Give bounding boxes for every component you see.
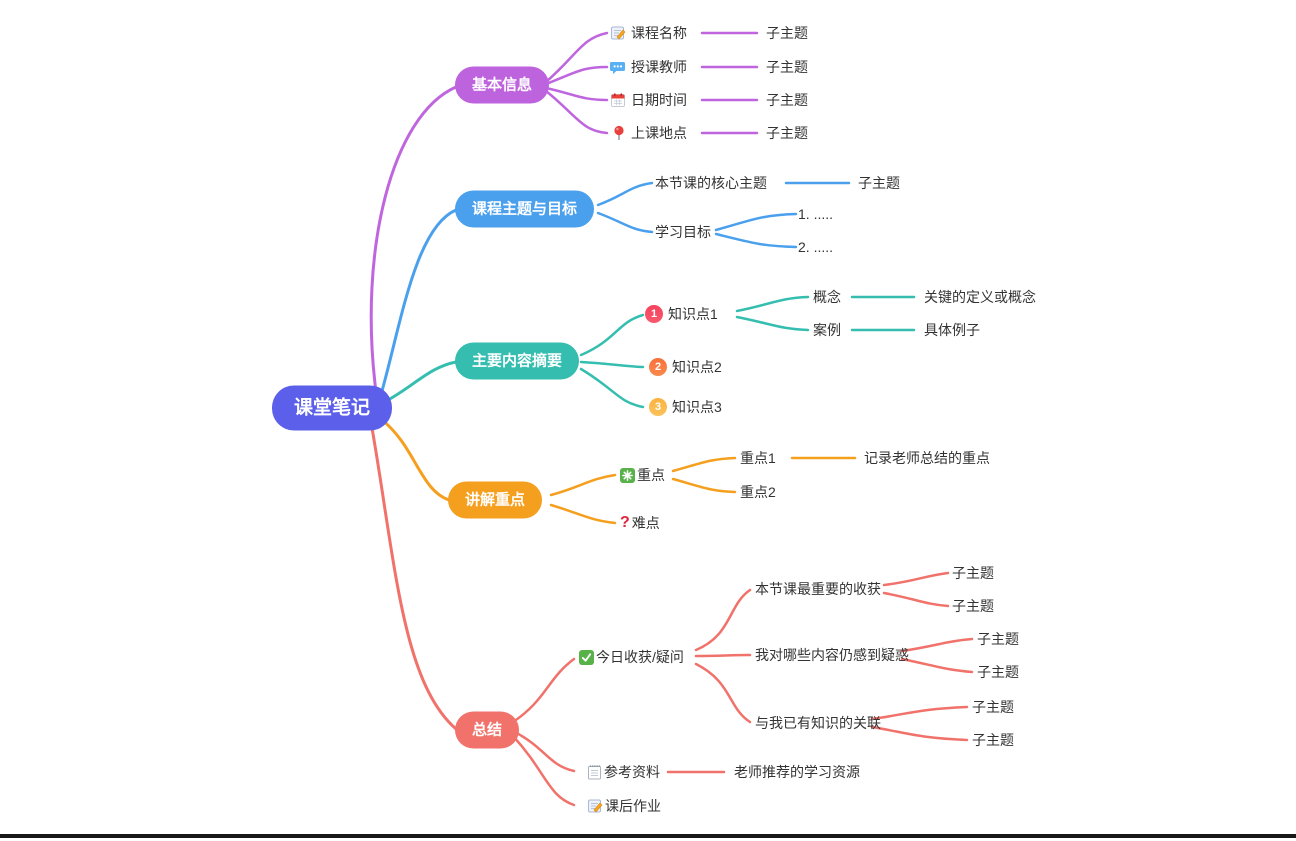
- topic-knowledge-point-1[interactable]: 1 知识点1: [645, 304, 718, 324]
- red-question-icon: ?: [620, 514, 630, 531]
- number-1-badge: 1: [645, 305, 663, 323]
- subtopic[interactable]: 子主题: [972, 699, 1014, 715]
- branch-theme-goals[interactable]: 课程主题与目标: [455, 190, 595, 228]
- subtopic[interactable]: 子主题: [858, 175, 900, 191]
- topic-key-point-1[interactable]: 重点1: [740, 450, 776, 466]
- root-topic[interactable]: 课堂笔记: [272, 385, 393, 431]
- green-asterisk-icon: [620, 467, 635, 483]
- leaf-teacher-summary[interactable]: 记录老师总结的重点: [864, 450, 990, 466]
- round-pushpin-icon: [612, 125, 626, 141]
- memo-icon: [587, 798, 603, 814]
- topic-link-prior-knowledge[interactable]: 与我已有知识的关联: [755, 715, 881, 731]
- topic-key-point[interactable]: 重点: [620, 465, 665, 485]
- subtopic[interactable]: 子主题: [952, 598, 994, 614]
- topic-learning-goals[interactable]: 学习目标: [655, 224, 711, 240]
- topic-key-point-2[interactable]: 重点2: [740, 484, 776, 500]
- number-3-badge: 3: [649, 398, 667, 416]
- topic-date-time[interactable]: 日期时间: [610, 90, 687, 110]
- subtopic[interactable]: 子主题: [766, 25, 808, 41]
- topic-teacher[interactable]: 授课教师: [610, 57, 687, 77]
- subtopic[interactable]: 子主题: [977, 631, 1019, 647]
- leaf-recommended-resources[interactable]: 老师推荐的学习资源: [734, 764, 860, 780]
- spiral-notepad-icon: [587, 764, 602, 780]
- branch-basic-info[interactable]: 基本信息: [455, 66, 550, 104]
- branch-content-summary[interactable]: 主要内容摘要: [455, 342, 580, 380]
- topic-difficult-point[interactable]: ? 难点: [620, 514, 660, 531]
- branch-key-points[interactable]: 讲解重点: [448, 481, 543, 519]
- topic-location[interactable]: 上课地点: [612, 123, 687, 143]
- subtopic[interactable]: 子主题: [952, 565, 994, 581]
- speech-balloon-icon: [610, 59, 626, 75]
- subtopic[interactable]: 子主题: [766, 59, 808, 75]
- topic-still-confused[interactable]: 我对哪些内容仍感到疑惑: [755, 647, 909, 663]
- topic-gains-questions[interactable]: 今日收获/疑问: [579, 647, 684, 667]
- subtopic[interactable]: 子主题: [766, 92, 808, 108]
- bottom-border-line: [0, 834, 1296, 838]
- number-2-badge: 2: [649, 358, 667, 376]
- subtopic[interactable]: 子主题: [972, 732, 1014, 748]
- topic-concept[interactable]: 概念: [813, 289, 841, 305]
- calendar-icon: [610, 92, 626, 108]
- leaf-specific-example[interactable]: 具体例子: [924, 322, 980, 338]
- green-check-icon: [579, 649, 594, 665]
- topic-reference-materials[interactable]: 参考资料: [587, 762, 660, 782]
- topic-core-theme[interactable]: 本节课的核心主题: [655, 175, 767, 191]
- subtopic[interactable]: 子主题: [766, 125, 808, 141]
- topic-knowledge-point-3[interactable]: 3 知识点3: [649, 397, 722, 417]
- topic-biggest-gain[interactable]: 本节课最重要的收获: [755, 581, 881, 597]
- topic-case[interactable]: 案例: [813, 322, 841, 338]
- memo-icon: [610, 25, 626, 41]
- topic-homework[interactable]: 课后作业: [587, 796, 661, 816]
- leaf-concept-definition[interactable]: 关键的定义或概念: [924, 289, 1036, 305]
- goal-item-2[interactable]: 2. .....: [798, 239, 834, 255]
- topic-course-name[interactable]: 课程名称: [610, 23, 687, 43]
- branch-summary[interactable]: 总结: [455, 711, 520, 749]
- topic-knowledge-point-2[interactable]: 2 知识点2: [649, 357, 722, 377]
- subtopic[interactable]: 子主题: [977, 664, 1019, 680]
- goal-item-1[interactable]: 1. .....: [798, 206, 834, 222]
